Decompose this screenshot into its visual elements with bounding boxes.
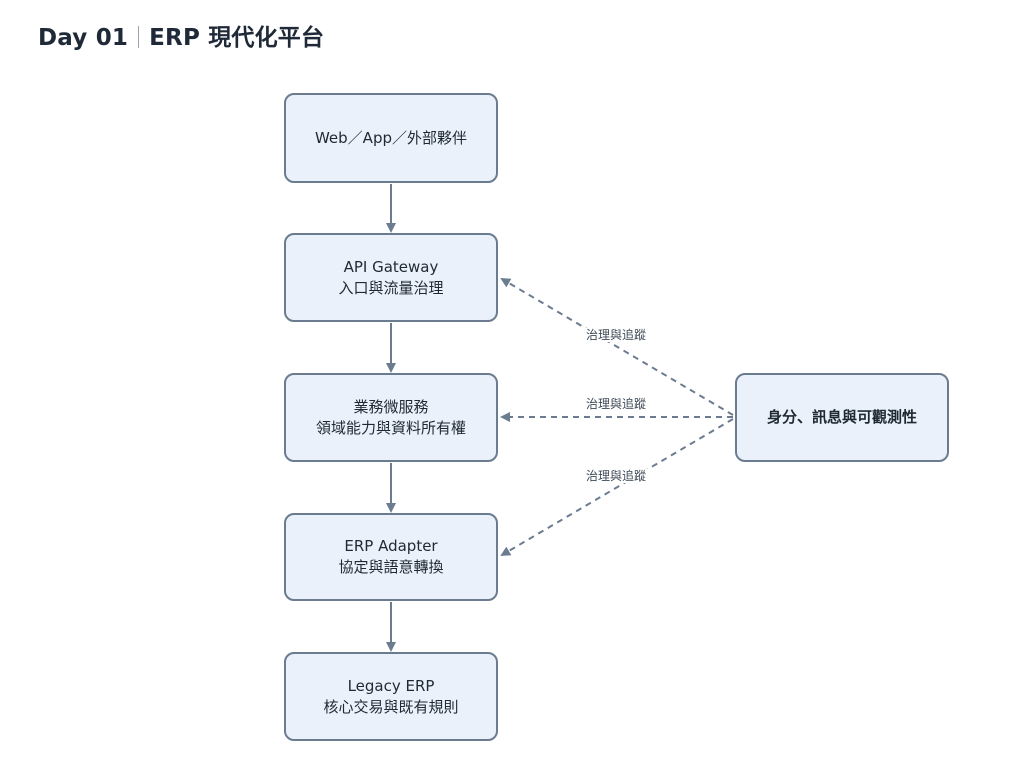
node-clients: Web／App／外部夥伴: [284, 93, 498, 183]
title-topic: ERP 現代化平台: [149, 25, 325, 51]
page-title: Day 01 ERP 現代化平台: [38, 18, 324, 52]
edge-label-services: 治理與追蹤: [584, 397, 649, 411]
node-clients-label: Web／App／外部夥伴: [314, 128, 467, 147]
node-erp-adapter: ERP Adapter 協定與語意轉換: [284, 513, 498, 601]
edge-identity-to-adapter: [500, 418, 734, 557]
node-identity-observability: 身分、訊息與可觀測性: [735, 373, 949, 462]
node-identity-observability-label: 身分、訊息與可觀測性: [766, 408, 917, 426]
node-erp-adapter-subtitle: 協定與語意轉換: [338, 558, 444, 576]
edge-identity-to-gateway: [500, 277, 734, 416]
node-business-services-subtitle: 領域能力與資料所有權: [315, 418, 466, 437]
node-legacy-erp-title: Legacy ERP: [347, 676, 435, 695]
node-erp-adapter-title: ERP Adapter: [344, 537, 438, 555]
node-api-gateway: API Gateway 入口與流量治理: [284, 233, 498, 322]
node-api-gateway-title: API Gateway: [343, 257, 439, 276]
edge-label-gateway: 治理與追蹤: [584, 328, 649, 342]
node-business-services-title: 業務微服務: [353, 397, 429, 416]
node-business-services: 業務微服務 領域能力與資料所有權: [284, 373, 498, 462]
title-day: Day 01: [38, 25, 129, 51]
title-divider: [138, 26, 140, 48]
node-legacy-erp: Legacy ERP 核心交易與既有規則: [284, 652, 498, 741]
edge-label-adapter: 治理與追蹤: [584, 469, 649, 483]
node-legacy-erp-subtitle: 核心交易與既有規則: [323, 697, 459, 716]
node-api-gateway-subtitle: 入口與流量治理: [338, 278, 444, 297]
